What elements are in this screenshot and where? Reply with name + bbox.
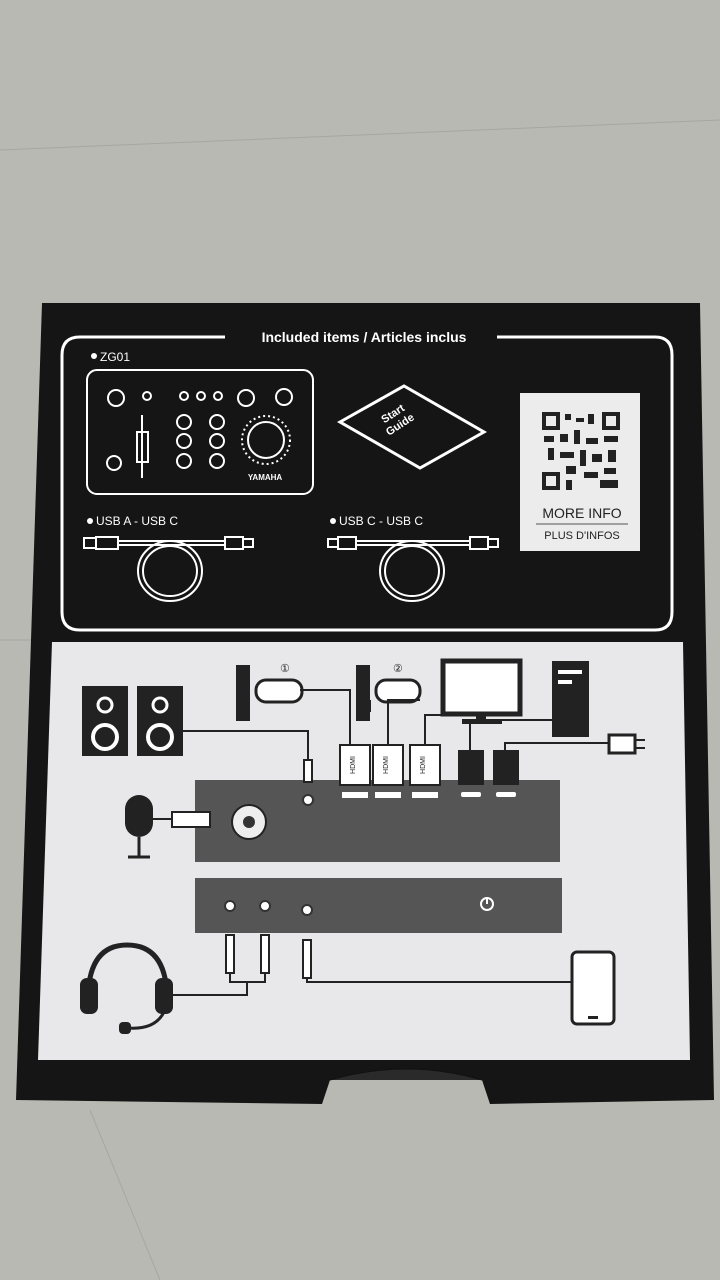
qr-code-icon[interactable] <box>542 412 620 490</box>
box-flap-notch <box>329 1068 483 1081</box>
zg01-device-back <box>195 878 562 933</box>
usb-a-c-cable-illustration <box>83 536 254 602</box>
console-2-number: ② <box>393 663 403 675</box>
headphone-jacks <box>224 900 313 916</box>
hdmi-label-1: HDMI <box>350 756 357 774</box>
aux-jack <box>302 759 314 806</box>
microphone-icon <box>125 795 211 859</box>
usb-c-c-cable-illustration <box>327 536 499 602</box>
speakers-icon <box>82 686 183 756</box>
power-adapter-icon <box>607 733 645 755</box>
headset-icon <box>80 942 173 1034</box>
power-button-icon[interactable] <box>480 897 494 911</box>
cable-usb-a-c-label: USB A - USB C <box>96 514 178 528</box>
more-info-text: MORE INFO <box>542 505 621 521</box>
connection-diagram-panel: ① ② HDMI <box>38 642 690 1060</box>
hdmi-label-2: HDMI <box>383 756 390 774</box>
plus-infos-text: PLUS D'INFOS <box>544 530 619 542</box>
console-1-number: ① <box>280 663 290 675</box>
hdmi-plugs: HDMI HDMI HDMI <box>339 744 441 798</box>
yamaha-logo: YAMAHA <box>248 473 283 482</box>
usb-c-plugs <box>458 750 519 797</box>
xlr-combo-jack <box>231 804 267 840</box>
hdmi-label-3: HDMI <box>420 756 427 774</box>
pc-tower-icon <box>552 661 589 737</box>
diagram-cables <box>183 689 609 760</box>
cable-usb-c-c-label: USB C - USB C <box>339 514 423 528</box>
audio-cables <box>170 973 572 996</box>
game-console-2-icon: ② <box>356 663 422 721</box>
zg01-device-illustration <box>86 369 314 495</box>
device-label: ZG01 <box>100 350 130 364</box>
qr-info-card[interactable]: MORE INFO PLUS D'INFOS <box>520 393 640 551</box>
monitor-icon <box>440 658 523 724</box>
included-items-title: Included items / Articles inclus <box>262 329 467 345</box>
included-items-panel: Included items / Articles inclus ZG01 YA… <box>60 329 674 632</box>
smartphone-icon <box>570 950 616 1026</box>
